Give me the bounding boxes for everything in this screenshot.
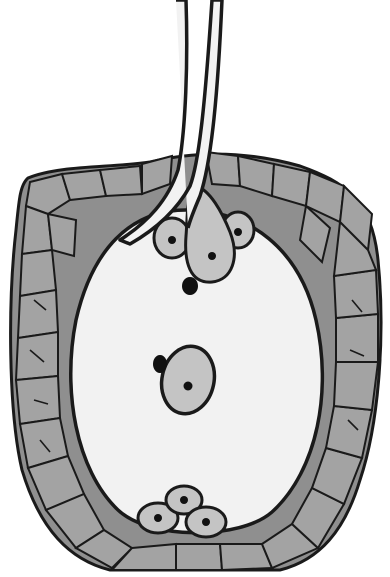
- cropped-caption-text: [0, 0, 390, 10]
- nucleus: [208, 252, 216, 260]
- nucleus: [234, 228, 242, 236]
- sperm-nucleus: [182, 277, 198, 295]
- tissue-cell: [18, 290, 58, 338]
- tissue-cell: [206, 152, 240, 186]
- tissue-cell: [334, 362, 378, 410]
- tissue-cell: [176, 544, 222, 570]
- tissue-cell: [16, 376, 60, 424]
- tissue-cell: [334, 270, 378, 318]
- nucleus: [154, 514, 162, 522]
- tissue-cell: [336, 314, 378, 362]
- nucleus: [180, 496, 188, 504]
- tissue-cell: [48, 214, 76, 256]
- tissue-cell: [100, 166, 142, 196]
- nucleus: [168, 236, 176, 244]
- nucleus: [184, 382, 193, 391]
- nucleus: [202, 518, 210, 526]
- sperm-nucleus-2: [153, 355, 167, 373]
- tissue-cell: [20, 250, 56, 296]
- tissue-cell: [62, 170, 106, 200]
